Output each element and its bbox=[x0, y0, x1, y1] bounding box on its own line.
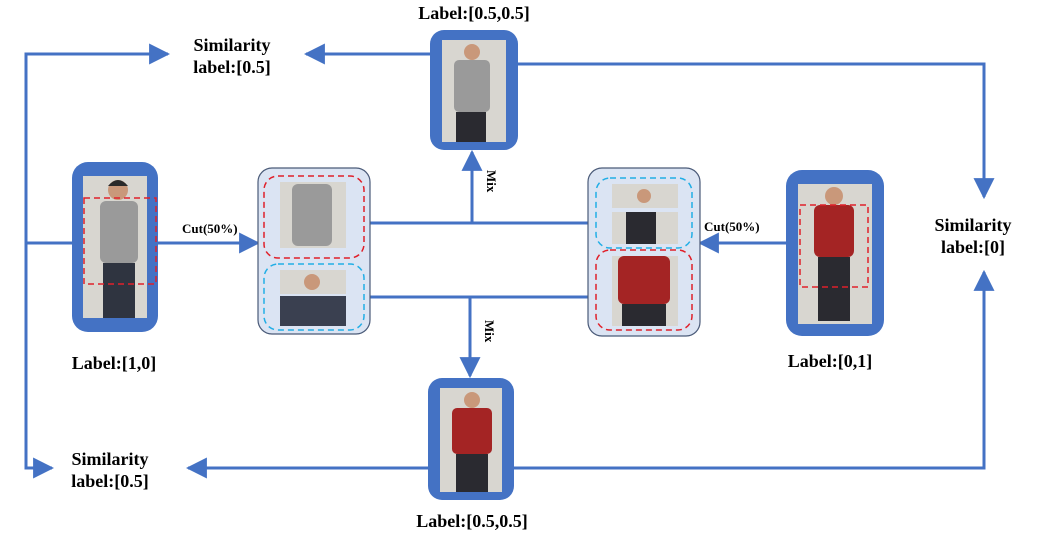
connectors bbox=[24, 43, 995, 479]
person-a-card bbox=[72, 162, 158, 332]
mixed-top-pants bbox=[456, 112, 486, 142]
arrow-left-rail-top bbox=[24, 43, 171, 245]
arrow-left-rail-bottom bbox=[24, 243, 55, 479]
arrow-top-to-sim-right bbox=[518, 62, 995, 200]
right-split-panel bbox=[587, 167, 701, 337]
right-panel-crop-head bbox=[637, 189, 651, 203]
mixed-bottom-pants bbox=[456, 454, 488, 492]
right-panel-crop-shirt bbox=[618, 256, 670, 304]
mixed-top-shirt bbox=[454, 60, 490, 112]
left-panel-crop-head bbox=[304, 274, 320, 290]
left-panel-crop-shirt bbox=[292, 184, 332, 246]
mixed-bottom-head bbox=[464, 392, 480, 408]
similarity-bottom-left: Similarity label:[0.5] bbox=[48, 448, 172, 492]
person-b-card bbox=[786, 170, 884, 336]
label-cut-left: Cut(50%) bbox=[182, 221, 238, 236]
person-b-pants bbox=[818, 257, 850, 321]
similarity-right: Similarity label:[0] bbox=[912, 214, 1034, 258]
arrow-bottom-to-sim-right bbox=[514, 269, 995, 470]
left-panel-red-dash bbox=[263, 175, 365, 259]
label-person-b: Label:[0,1] bbox=[787, 351, 873, 371]
person-a-cut-box bbox=[83, 197, 157, 285]
mixed-bottom-shirt bbox=[452, 408, 492, 454]
person-b-head bbox=[825, 187, 843, 205]
similarity-bottom-left-line2: label:[0.5] bbox=[71, 471, 149, 491]
similarity-top-left: Similarity label:[0.5] bbox=[170, 34, 294, 78]
right-panel-red-dash bbox=[595, 249, 693, 331]
mixed-image-bottom bbox=[428, 378, 514, 500]
person-a-shirt bbox=[100, 201, 138, 263]
person-a-pants bbox=[103, 263, 135, 318]
left-split-panel bbox=[257, 167, 371, 335]
label-mixed-top: Label:[0.5,0.5] bbox=[418, 3, 530, 23]
right-panel-cyan-dash bbox=[595, 177, 693, 249]
mixed-top-head bbox=[464, 44, 480, 60]
person-b-cut-box bbox=[799, 204, 869, 288]
label-mix-up: Mix bbox=[484, 170, 499, 193]
similarity-right-line2: label:[0] bbox=[941, 237, 1005, 257]
mixed-image-top bbox=[430, 30, 518, 150]
similarity-bottom-left-line1: Similarity bbox=[71, 449, 149, 469]
label-mixed-bottom: Label:[0.5,0.5] bbox=[416, 511, 528, 531]
left-panel-cyan-dash bbox=[263, 263, 365, 331]
label-person-a: Label:[1,0] bbox=[71, 353, 157, 373]
label-mix-down: Mix bbox=[482, 320, 497, 343]
label-cut-right: Cut(50%) bbox=[704, 219, 760, 234]
person-a-hair bbox=[108, 180, 128, 186]
similarity-top-left-line1: Similarity bbox=[193, 35, 271, 55]
person-b-shirt bbox=[814, 205, 854, 257]
similarity-right-line1: Similarity bbox=[934, 215, 1012, 235]
similarity-top-left-line2: label:[0.5] bbox=[193, 57, 271, 77]
